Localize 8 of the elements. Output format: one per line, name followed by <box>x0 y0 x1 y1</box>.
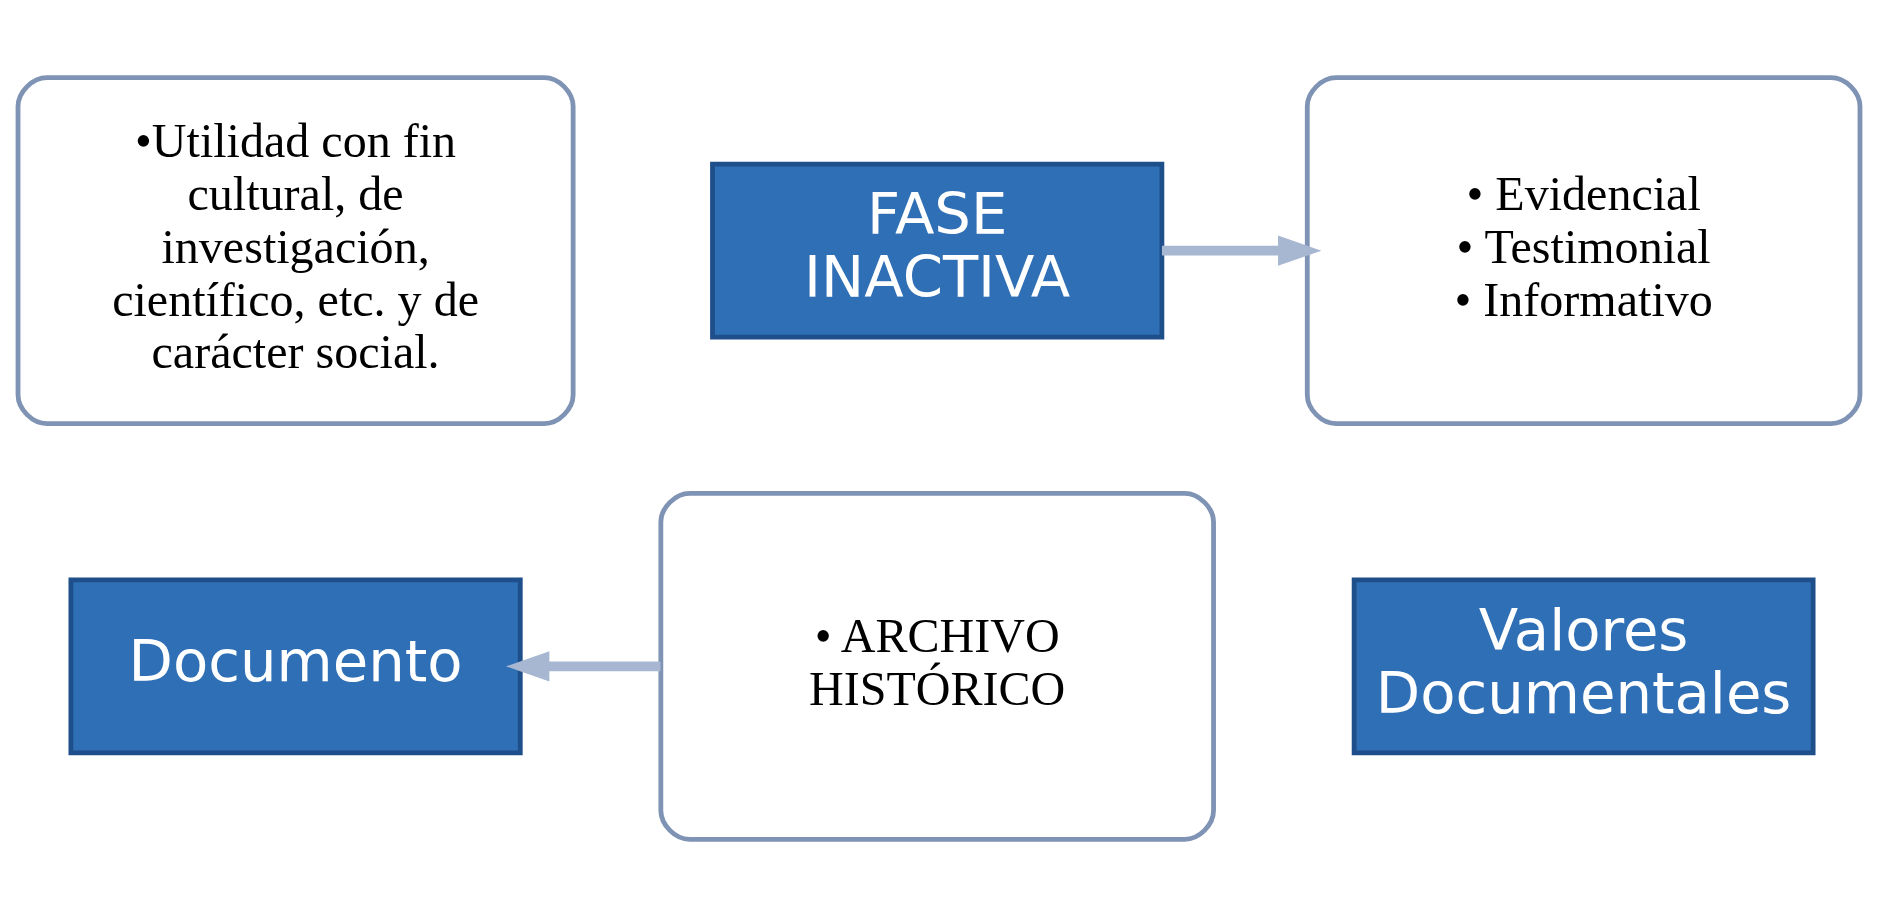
node-box: •Utilidad con fin cultural, de investigación, científico, etc. y de carácter social. <box>15 75 576 427</box>
node-box: • ARCHIVO HISTÓRICO <box>658 490 1216 842</box>
node-box: Documento <box>68 577 523 756</box>
arrow <box>1161 235 1322 266</box>
node-box: FASE INACTIVA <box>710 161 1165 340</box>
arrow <box>506 651 661 682</box>
node-box: Valores Documentales <box>1351 577 1816 756</box>
node-box: • Evidencial • Testimonial • Informativo <box>1304 75 1863 427</box>
